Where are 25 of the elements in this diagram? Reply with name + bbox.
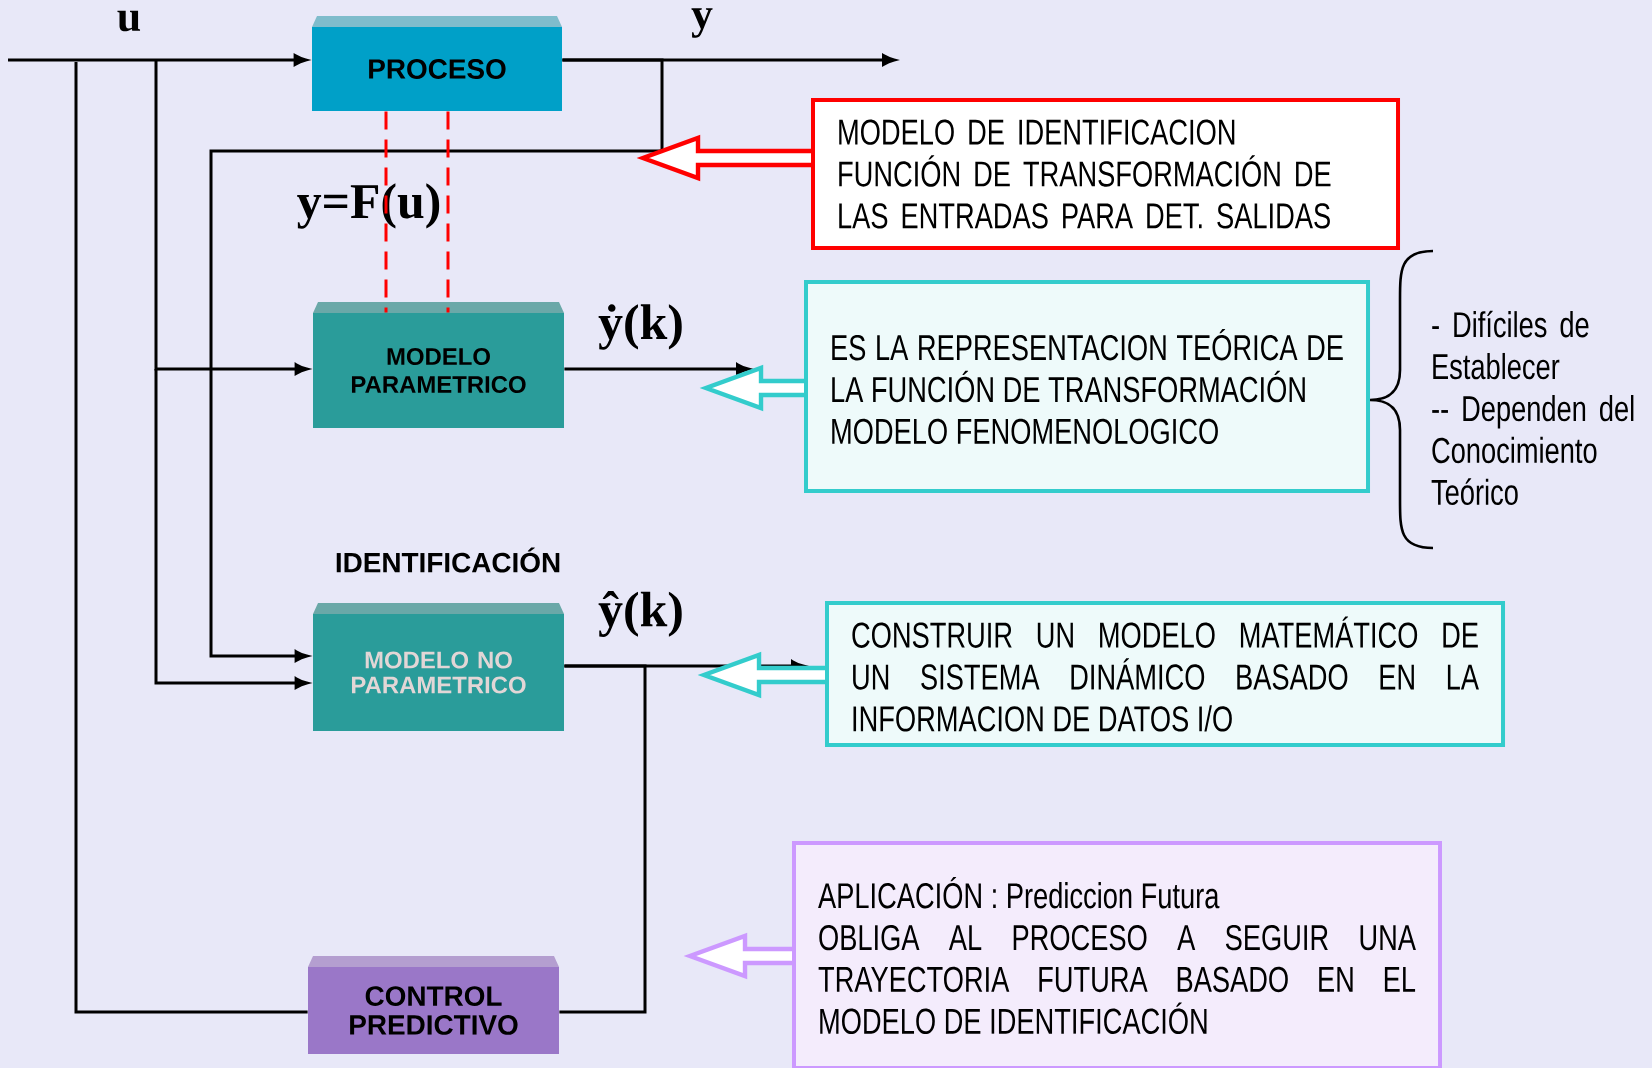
block-box: MODELO NO PARAMETRICO: [313, 603, 564, 731]
hollow-arrow: [636, 134, 814, 182]
note-box: ES LA REPRESENTACION TEÓRICA DE LA FUNCIÓN DE TRANSFORMACIÓN MODELO FENOMENOLOGICO: [804, 280, 1370, 493]
block-box: CONTROL PREDICTIVO: [308, 956, 559, 1054]
note-box: MODELO DE IDENTIFICACION FUNCIÓN DE TRANSFORMACIÓN DE LAS ENTRADAS PARA DET. SALIDAS: [811, 98, 1400, 250]
signal-label: ẏ(k): [598, 304, 682, 350]
note-box: APLICACIÓN : Prediccion Futura OBLIGA AL PROCESO A SEGUIR UNA TRAYECTORIA FUTURA BASADO EN EL MODELO DE IDENTIFICACIÓN: [792, 841, 1442, 1068]
connector-line: [559, 664, 647, 1014]
signal-label: ŷ(k): [598, 591, 682, 637]
hollow-arrow: [699, 364, 807, 412]
hollow-arrow: [683, 932, 795, 980]
label-variable: y: [691, 8, 713, 38]
arrow: [209, 58, 664, 662]
hollow-arrow: [697, 651, 828, 699]
section-heading: IDENTIFICACIÓN: [336, 547, 560, 573]
brace-note: -- Dependen del Conocimiento Teórico: [1431, 395, 1634, 505]
connector-line: [74, 62, 308, 1014]
block-box: MODELO PARAMETRICO: [313, 302, 564, 428]
note-box: CONSTRUIR UN MODELO MATEMÁTICO DE UN SISTEMA DINÁMICO BASADO EN LA INFORMACION DE DATOS I/O: [825, 601, 1505, 747]
brace-note: - Difíciles de Establecer: [1432, 310, 1589, 380]
block-box: PROCESO: [312, 16, 562, 111]
dashed-line: [384, 111, 388, 313]
dashed-line: [446, 111, 450, 313]
equation-label: y=F(u): [297, 183, 440, 229]
label-variable: u: [117, 10, 141, 32]
